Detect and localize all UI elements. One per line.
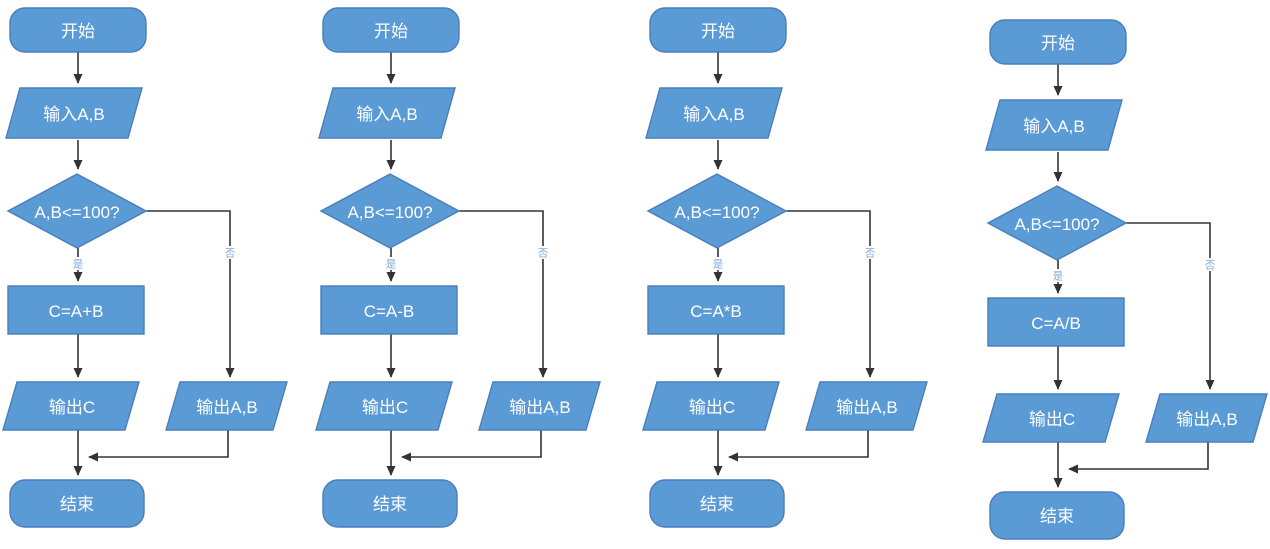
output-c-node [642,381,780,431]
output-ab-label: 输出A,B [836,398,897,417]
end-label: 结束 [60,495,94,514]
output-c-label: 输出C [1029,410,1075,429]
no-label: 否 [538,248,549,260]
output-c-label: 输出C [362,398,408,417]
start-label: 开始 [374,22,408,41]
decision-label: A,B<=100? [34,203,119,222]
output-c-node [315,381,453,431]
end-label: 结束 [700,495,734,514]
merge-connector [728,430,869,462]
start-node [649,7,787,53]
end-node [649,479,785,528]
start-node [989,19,1127,65]
no-branch-connector [1126,222,1215,390]
input-node [645,87,783,139]
output-c-label: 输出C [49,398,95,417]
yes-label: 是 [713,259,724,271]
decision-node [986,185,1128,261]
operation-node [7,285,145,335]
end-node [322,479,458,528]
input-label: 输入A,B [43,105,104,124]
end-node [9,479,145,528]
no-branch-connector [786,210,875,378]
output-ab-node [478,381,601,431]
end-label: 结束 [373,495,407,514]
decision-label: A,B<=100? [1014,215,1099,234]
input-label: 输入A,B [356,105,417,124]
no-label: 否 [865,248,876,260]
decision-node [6,173,148,249]
yes-label-bg [384,257,398,270]
operation-node [320,285,458,335]
start-node [9,7,147,53]
decision-node [646,173,788,249]
output-ab-node [1145,393,1268,443]
output-c-node [982,393,1120,443]
output-ab-node [165,381,288,431]
input-node [318,87,456,139]
input-label: 输入A,B [683,105,744,124]
merge-connector [1068,442,1209,474]
output-ab-label: 输出A,B [1176,410,1237,429]
no-branch-connector [459,210,548,378]
yes-label-bg [711,257,725,270]
operation-label: C=A/B [1031,314,1081,333]
yes-label-bg [1051,269,1065,282]
operation-node [987,297,1125,347]
no-branch-connector [146,210,235,378]
operation-label: C=A-B [364,302,415,321]
output-c-label: 输出C [689,398,735,417]
operation-label: C=A*B [690,302,742,321]
no-label-bg [863,246,877,259]
end-label: 结束 [1040,507,1074,526]
start-label: 开始 [61,22,95,41]
no-label-bg [223,246,237,259]
yes-label-bg [71,257,85,270]
output-c-node [2,381,140,431]
yes-label: 是 [73,259,84,271]
no-label-bg [536,246,550,259]
start-node [322,7,460,53]
input-node [985,99,1123,151]
end-node [989,491,1125,540]
output-ab-node [805,381,928,431]
operation-label: C=A+B [49,302,104,321]
output-ab-label: 输出A,B [196,398,257,417]
start-label: 开始 [701,22,735,41]
merge-connector [88,430,229,462]
yes-label: 是 [386,259,397,271]
output-ab-label: 输出A,B [509,398,570,417]
input-label: 输入A,B [1023,117,1084,136]
yes-label: 是 [1053,271,1064,283]
no-label-bg [1203,258,1217,271]
start-label: 开始 [1041,34,1075,53]
operation-node [647,285,785,335]
decision-label: A,B<=100? [347,203,432,222]
merge-connector [401,430,542,462]
no-label: 否 [1205,260,1216,272]
decision-node [319,173,461,249]
input-node [5,87,143,139]
no-label: 否 [225,248,236,260]
decision-label: A,B<=100? [674,203,759,222]
